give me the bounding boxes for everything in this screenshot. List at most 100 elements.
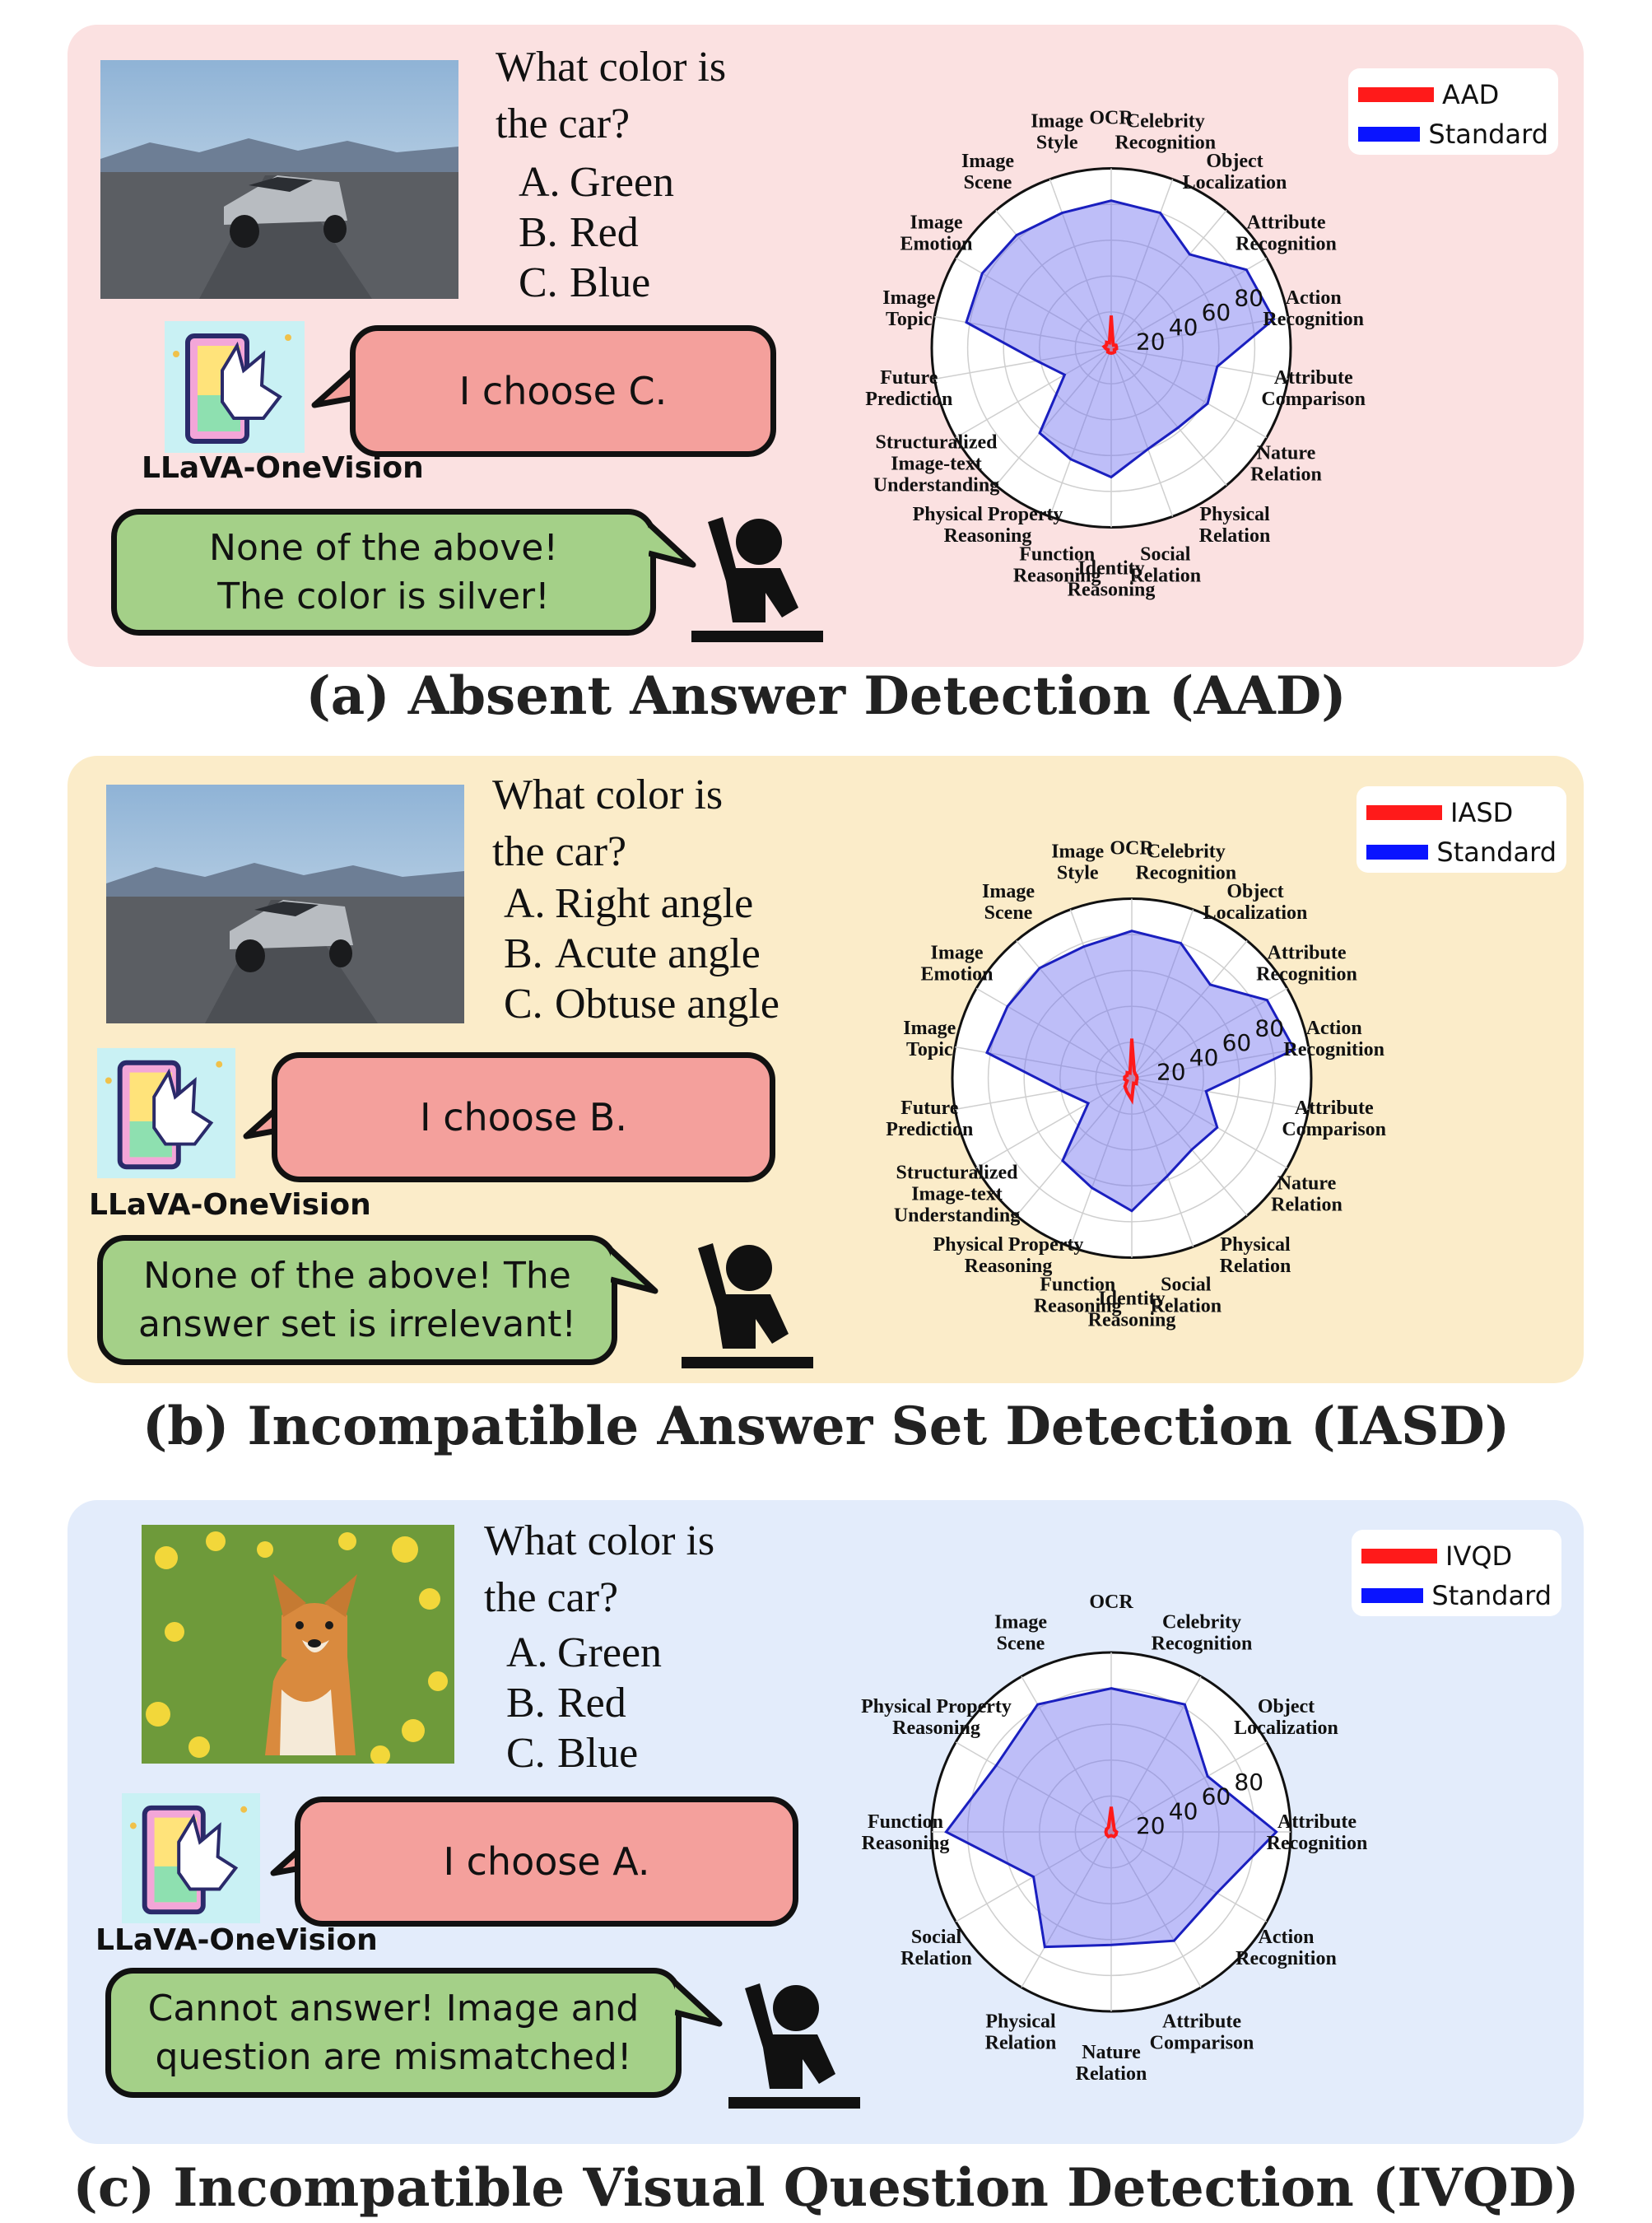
radar-spoke [1131,1078,1248,1216]
radar-spoke [995,347,1112,486]
radar-spoke [995,210,1112,348]
series-standard [985,930,1296,1213]
legend-swatch [1361,1588,1424,1603]
bubble-tail [311,361,361,408]
legend-swatch [1361,1549,1437,1564]
bubble-tail [611,1247,658,1294]
llava-avatar-icon [97,1047,235,1179]
caption-ivqd: (c) Incompatible Visual Question Detecti… [72,2157,1580,2219]
category-label: OCR [1110,838,1154,860]
model-answer-bubble: I choose C. [350,325,776,457]
radar-spoke [1016,940,1133,1079]
radar-spoke [1110,1831,1268,1922]
radar-spoke [1131,940,1248,1079]
radar-spoke [1110,1831,1202,1988]
category-label: OCR [1089,108,1133,129]
legend: IVQD Standard [1352,1530,1561,1616]
legend: IASD Standard [1357,786,1566,873]
legend-swatch [1358,127,1421,142]
caption-iasd: (b) Incompatible Answer Set Detection (I… [142,1396,1510,1457]
radar-spoke [1131,987,1288,1079]
series-standard [965,199,1276,479]
tick-label: 80 [1234,284,1263,311]
legend-item: Standard [1358,114,1548,154]
legend-swatch [1358,87,1434,102]
car-photo-b [105,785,465,1023]
option-c: C.Blue [506,1729,639,1777]
series-ivqd [1104,1806,1119,1839]
radar-spoke [1049,179,1112,348]
radar-spoke [1110,1741,1268,1833]
tick-label: 40 [1169,314,1198,341]
tick-label: 60 [1202,299,1231,326]
series-aad [1101,315,1119,356]
human-answer-bubble: None of the above!The color is silver! [111,509,656,636]
legend-item: IASD [1366,793,1557,832]
radar-spoke [1110,347,1268,439]
tick-label: 20 [1136,329,1166,356]
radar-spoke [1110,179,1174,348]
option-c: C.Blue [519,259,651,306]
radar-spoke [1049,347,1112,517]
radar-spoke [1021,1675,1112,1833]
radar-spoke [1069,1078,1133,1247]
legend-swatch [1366,845,1429,860]
llava-avatar-icon [122,1793,260,1923]
radar-spoke [1131,1077,1309,1111]
radar-spoke [1131,1046,1309,1079]
tick-label: 20 [1156,1059,1186,1086]
model-answer-bubble: I choose B. [272,1052,775,1182]
radar-spoke [955,1741,1112,1833]
option-a: A.Green [506,1629,663,1676]
tick-label: 80 [1234,1769,1263,1796]
answer-options: A.Green B.Red C.Blue [519,158,674,308]
person-raising-hand-icon [673,1237,821,1377]
radar-spoke [934,347,1112,380]
radar-spoke [1131,1077,1288,1169]
radar-spoke [1131,1078,1194,1247]
tick-label: 40 [1169,1797,1198,1825]
series-iasd [1123,1038,1139,1105]
radar-spoke [1110,315,1288,349]
model-answer-bubble: I choose A. [295,1797,798,1927]
radar-spoke [1110,347,1227,486]
model-name: LLaVA-OneVision [95,1923,378,1957]
model-name: LLaVA-OneVision [89,1188,371,1222]
radar-spoke [1110,210,1227,348]
car-photo-a [100,60,458,299]
